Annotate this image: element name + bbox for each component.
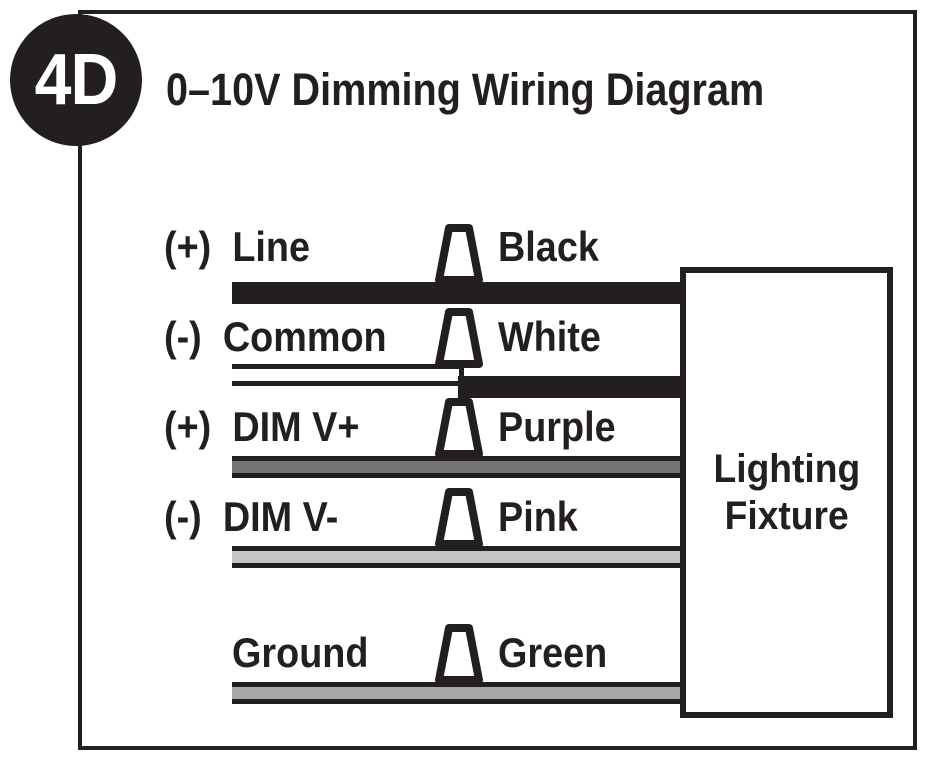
wire-fixture-label-pink: Pink [498,493,578,540]
wire-right-pink [458,546,686,568]
wire-source-label-dim-v-minus: (-) DIM V- [164,496,338,538]
wire-right-purple [458,456,686,478]
wire-row-ground: Ground Green [0,624,928,732]
wire-fixture-label-green: Green [498,629,608,676]
wire-left-line [232,282,468,304]
polarity-common: (-) [164,313,202,360]
fixture-label-line1: Lighting [713,447,860,492]
source-name-ground: Ground [232,629,369,676]
wire-source-label-dim-v-plus: (+) DIM V+ [164,406,359,448]
diagram-frame [78,10,917,750]
wire-source-label-line: (+) Line [164,226,310,268]
source-name-dim-v-plus: DIM V+ [232,403,360,450]
wire-left-dim-v-minus [232,546,464,568]
wire-fixture-label-purple: Purple [498,403,616,450]
wire-nut-common [432,308,486,370]
polarity-line: (+) [164,223,212,270]
polarity-dim-v-plus: (+) [164,403,212,450]
wire-nut-ground [432,624,486,686]
wire-left-dim-v-plus [232,456,464,478]
wire-source-label-common: (-) Common [164,316,387,358]
wire-row-common: (-) Common White [0,308,928,416]
wire-left-ground [232,682,464,704]
wire-row-dim-v-minus: (-) DIM V- Pink [0,488,928,596]
wire-nut-dim-v-minus [432,488,486,550]
fixture-label-line2: Fixture [724,493,849,538]
wire-right-black [458,282,686,304]
wire-source-label-ground: Ground [232,632,368,674]
source-name-common: Common [222,313,387,360]
badge-4d: 4D [10,14,142,146]
source-name-dim-v-minus: DIM V- [222,493,339,540]
lighting-fixture-box: Lighting Fixture [680,267,893,718]
wire-nut-dim-v-plus [432,398,486,460]
wire-row-dim-v-plus: (+) DIM V+ Purple [0,398,928,506]
polarity-dim-v-minus: (-) [164,493,202,540]
wire-nut-line [432,224,486,286]
wire-fixture-label-black: Black [498,223,599,270]
badge-label: 4D [34,40,119,120]
wire-right-white [458,376,686,398]
wire-row-line: (+) Line Black [0,223,928,326]
source-name-line: Line [232,223,311,270]
wire-fixture-label-white: White [498,313,601,360]
wire-left-common [232,364,464,386]
wire-right-green [458,682,686,704]
page-title: 0–10V Dimming Wiring Diagram [166,64,765,115]
